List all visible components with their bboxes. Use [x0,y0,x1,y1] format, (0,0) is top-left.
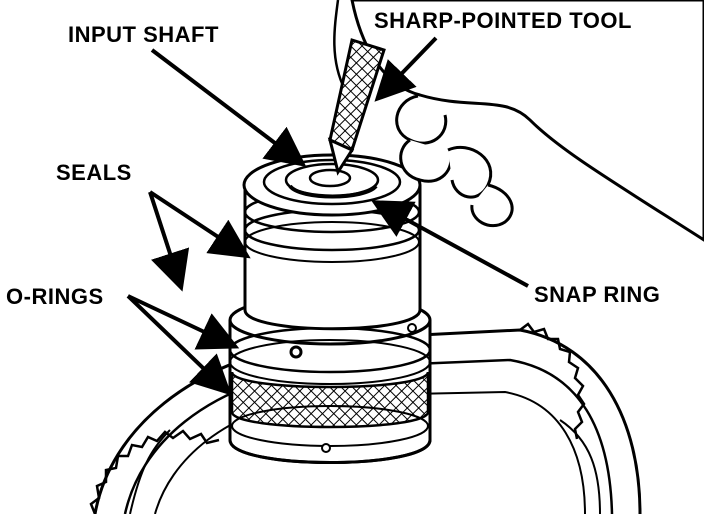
arrow-oring-upper [127,294,240,350]
arrow-oring-lower [126,294,232,396]
label-seals: SEALS [56,160,132,185]
sharp-pointed-tool [327,38,386,176]
arrow-sharp-tool [374,36,438,102]
shaft-top [242,153,422,217]
label-sharp-pointed-tool: SHARP-POINTED TOOL [374,8,632,33]
label-input-shaft: INPUT SHAFT [68,22,219,47]
arrow-seal-lower [148,191,190,292]
hand [333,0,704,242]
arrow-seal-upper [148,190,251,259]
arrow-input-shaft [150,48,307,167]
arrow-snap-ring [370,200,529,288]
label-snap-ring: SNAP RING [534,282,661,307]
leader-arrows [126,36,529,396]
label-o-rings: O-RINGS [6,284,104,309]
